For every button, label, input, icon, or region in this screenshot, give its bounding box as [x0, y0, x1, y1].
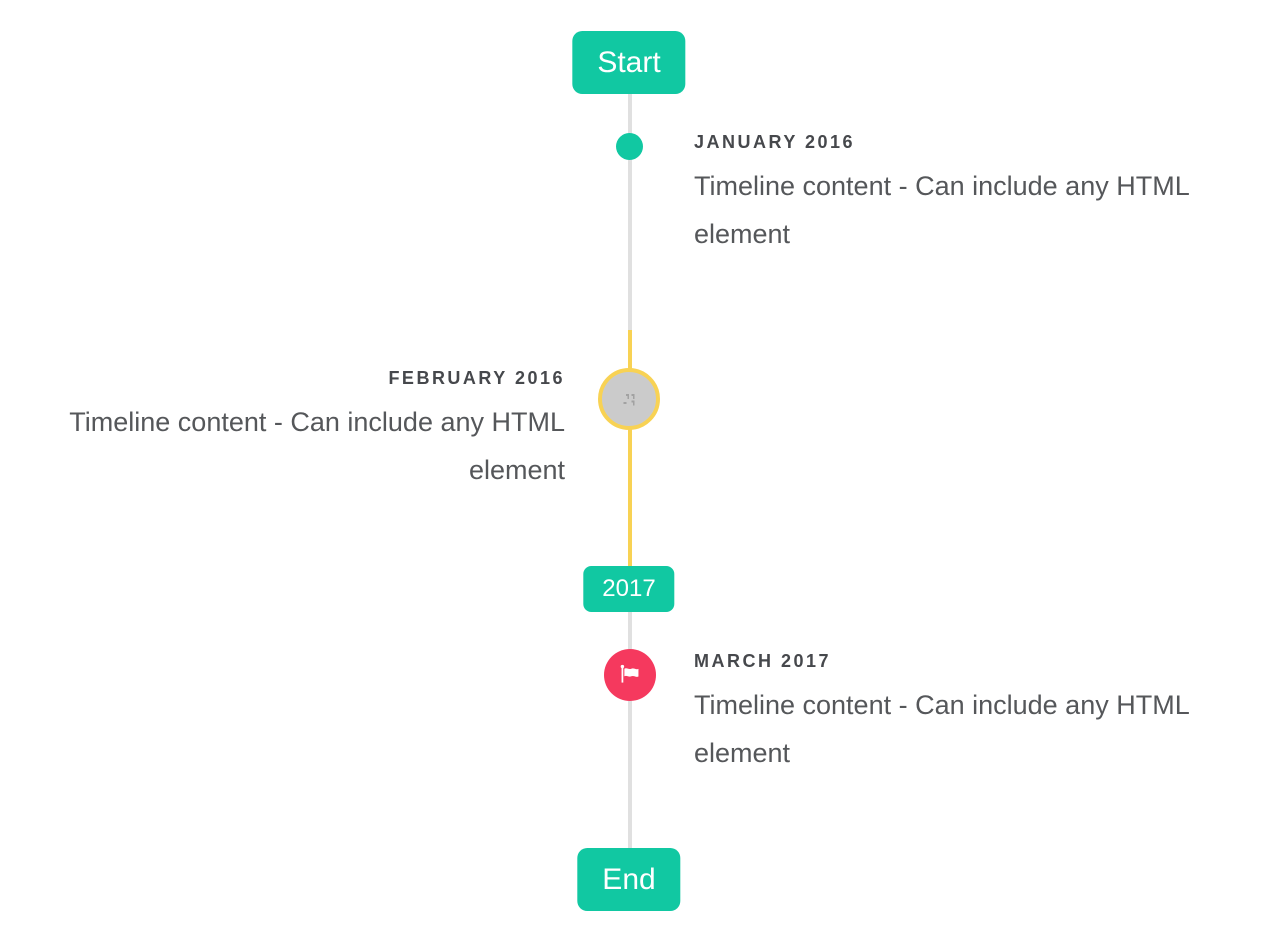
event-february: FEBRUARY 2016 Timeline content - Can inc… — [40, 368, 565, 494]
timeline-year-badge: 2017 — [583, 566, 675, 612]
timeline-end-label: End — [602, 863, 656, 896]
timeline-end-badge: End — [577, 848, 681, 911]
event-date: MARCH 2017 — [694, 651, 832, 671]
timeline-year-label: 2017 — [602, 575, 656, 602]
event-march: MARCH 2017 Timeline content - Can includ… — [694, 651, 1219, 777]
event-content: Timeline content - Can include any HTML … — [69, 407, 565, 485]
flag-icon — [617, 662, 643, 688]
event-marker-january[interactable] — [616, 133, 643, 160]
event-content: Timeline content - Can include any HTML … — [694, 690, 1189, 768]
event-marker-february-selected[interactable] — [598, 368, 660, 430]
event-january: JANUARY 2016 Timeline content - Can incl… — [694, 132, 1219, 258]
event-content: Timeline content - Can include any HTML … — [694, 171, 1189, 249]
event-date: JANUARY 2016 — [694, 132, 856, 152]
timeline-start-badge: Start — [572, 31, 686, 94]
broken-image-icon — [622, 392, 637, 407]
event-marker-march[interactable] — [604, 649, 656, 701]
event-date: FEBRUARY 2016 — [388, 368, 565, 388]
timeline-start-label: Start — [597, 46, 661, 79]
timeline-line-highlighted-segment — [628, 330, 632, 566]
